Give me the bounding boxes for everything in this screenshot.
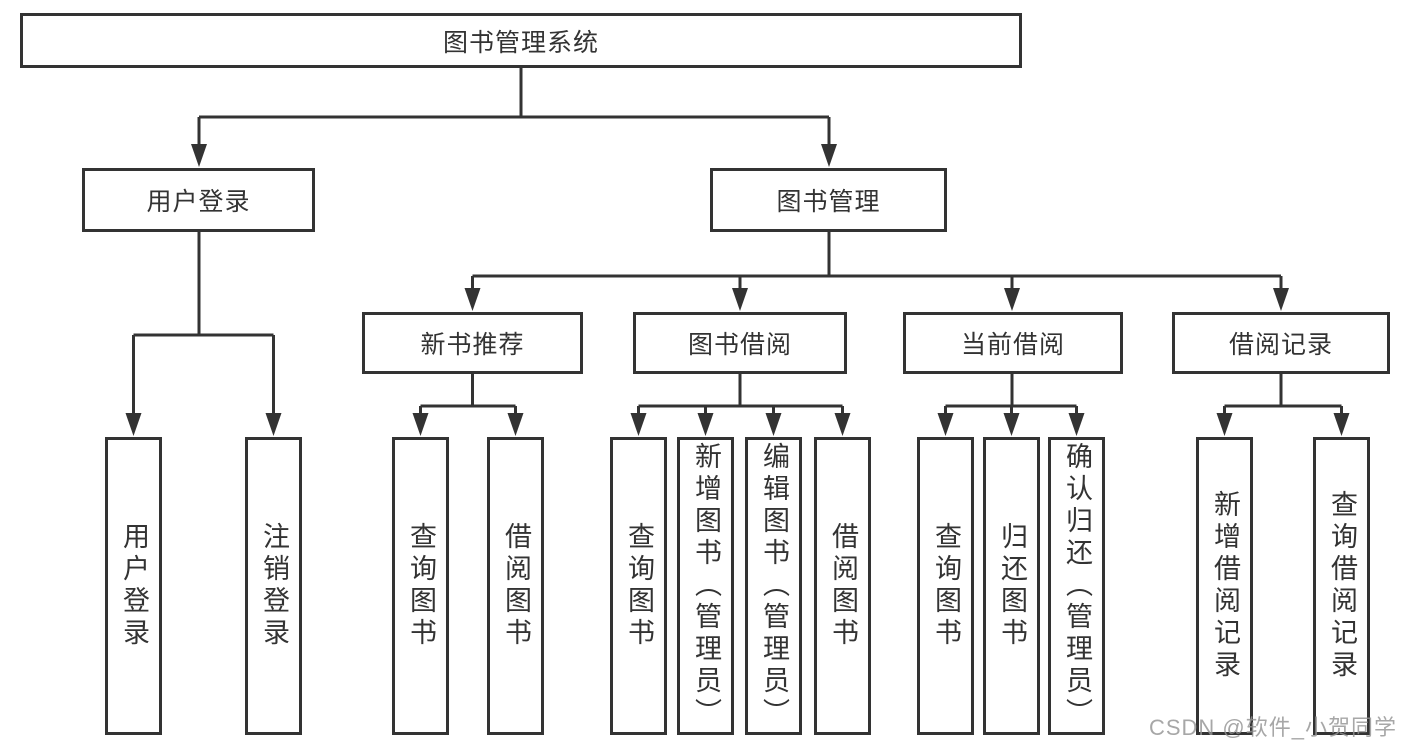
arrow-down-icon xyxy=(821,144,837,167)
node-current-borrow-label: 当前借阅 xyxy=(960,331,1065,359)
arrow-down-icon xyxy=(412,413,429,436)
arrow-down-icon xyxy=(1004,288,1020,311)
connector-lines xyxy=(132,68,1343,416)
csdn-watermark: CSDN @软件_小贺同学 xyxy=(1148,715,1397,740)
arrow-down-icon xyxy=(732,288,748,311)
arrow-down-icon xyxy=(765,413,782,436)
arrow-down-icon xyxy=(191,144,207,167)
leaf-add-borrow-record: 新增借阅记录 xyxy=(1196,437,1253,735)
arrow-down-icon xyxy=(630,413,647,436)
leaf-label: 归还图书 xyxy=(997,522,1027,650)
node-new-book-recommend: 新书推荐 xyxy=(362,312,583,374)
node-borrow-records-label: 借阅记录 xyxy=(1228,331,1333,359)
node-root-label: 图书管理系统 xyxy=(442,28,599,57)
leaf-logout-label: 注销登录 xyxy=(259,522,289,650)
leaf-label: 新增图书（管理员） xyxy=(691,442,721,730)
leaf-return-books: 归还图书 xyxy=(983,437,1040,735)
arrow-down-icon xyxy=(1273,288,1289,311)
leaf-edit-book-admin: 编辑图书（管理员） xyxy=(745,437,802,735)
node-borrow-records: 借阅记录 xyxy=(1172,312,1390,374)
arrow-down-icon xyxy=(1003,413,1020,436)
arrow-down-icon xyxy=(697,413,714,436)
leaf-user-login: 用户登录 xyxy=(105,437,162,735)
leaf-label: 查询图书 xyxy=(931,522,961,650)
leaf-add-book-admin: 新增图书（管理员） xyxy=(677,437,734,735)
leaf-query-books-current: 查询图书 xyxy=(917,437,974,735)
leaf-query-books-recommend: 查询图书 xyxy=(392,437,449,735)
node-root: 图书管理系统 xyxy=(20,13,1022,68)
arrow-down-icon xyxy=(1333,413,1350,436)
arrow-down-icon xyxy=(1216,413,1233,436)
leaf-label: 编辑图书（管理员） xyxy=(759,442,789,730)
arrow-down-icon xyxy=(507,413,524,436)
node-book-management-label: 图书管理 xyxy=(776,188,881,216)
leaf-label: 借阅图书 xyxy=(828,522,858,650)
leaf-confirm-return-admin: 确认归还（管理员） xyxy=(1048,437,1105,735)
leaf-borrow-books-recommend: 借阅图书 xyxy=(487,437,544,735)
node-book-borrow-label: 图书借阅 xyxy=(687,331,792,359)
node-user-login-label: 用户登录 xyxy=(146,188,251,216)
leaf-label: 确认归还（管理员） xyxy=(1062,442,1092,730)
leaf-label: 查询借阅记录 xyxy=(1327,490,1357,682)
arrowheads xyxy=(125,144,1350,436)
node-current-borrow: 当前借阅 xyxy=(903,312,1123,374)
leaf-logout: 注销登录 xyxy=(245,437,302,735)
arrow-down-icon xyxy=(1068,413,1085,436)
node-book-borrow: 图书借阅 xyxy=(633,312,847,374)
leaf-label: 查询图书 xyxy=(406,522,436,650)
leaf-label: 借阅图书 xyxy=(501,522,531,650)
arrow-down-icon xyxy=(125,413,142,436)
leaf-borrow-books: 借阅图书 xyxy=(814,437,871,735)
node-user-login: 用户登录 xyxy=(82,168,315,232)
arrow-down-icon xyxy=(834,413,851,436)
arrow-down-icon xyxy=(464,288,481,311)
arrow-down-icon xyxy=(265,413,282,436)
node-new-book-recommend-label: 新书推荐 xyxy=(420,331,525,359)
leaf-label: 新增借阅记录 xyxy=(1210,490,1240,682)
leaf-user-login-label: 用户登录 xyxy=(119,522,149,650)
arrow-down-icon xyxy=(937,413,954,436)
leaf-label: 查询图书 xyxy=(624,522,654,650)
leaf-query-borrow-record: 查询借阅记录 xyxy=(1313,437,1370,735)
node-book-management: 图书管理 xyxy=(710,168,947,232)
leaf-query-books-borrow: 查询图书 xyxy=(610,437,667,735)
